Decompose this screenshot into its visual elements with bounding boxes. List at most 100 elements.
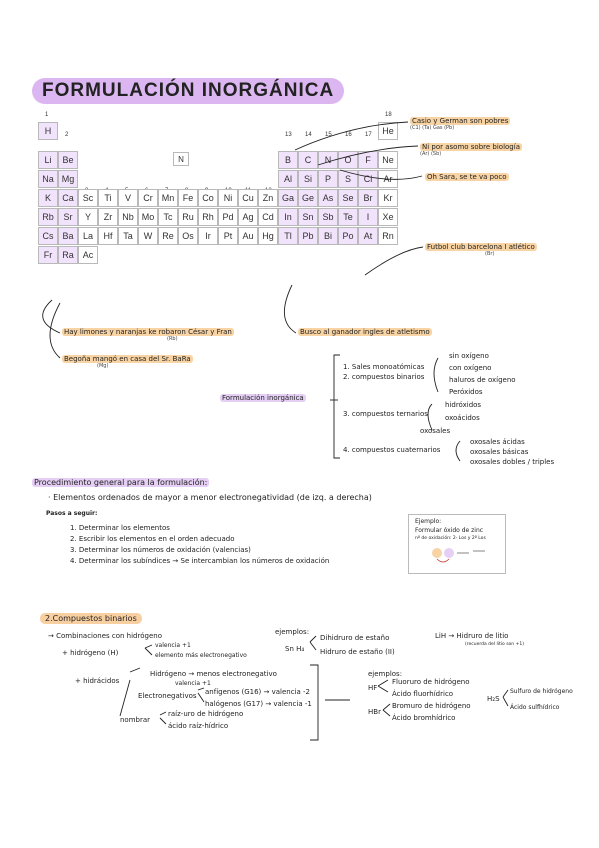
element-cell: W	[138, 227, 158, 245]
arrow-g15	[339, 169, 423, 180]
tree-item-3-child-3: oxosales	[420, 427, 451, 435]
element-cell: Pt	[218, 227, 238, 245]
brace-hbr	[382, 703, 391, 717]
binary-halogenos: halógenos (G17) → valencia -1	[205, 700, 312, 708]
element-cell: Ta	[118, 227, 138, 245]
example-title: Ejemplo:	[415, 518, 442, 525]
mnemonic-g13-sub: (C1) (Ta) Gas (Pb)	[410, 125, 455, 131]
arrow-g1	[42, 299, 61, 334]
tree-brace-2	[433, 357, 439, 393]
element-cell: Sr	[58, 208, 78, 226]
ejemplo-h2s: H₂S	[487, 695, 500, 703]
group-number: 14	[305, 132, 312, 138]
element-cell: Zn	[258, 189, 278, 207]
tree-brace-3	[427, 403, 433, 431]
binary-heading-text: 2.Compuestos binarios	[40, 613, 142, 624]
element-cell: Mo	[138, 208, 158, 226]
tree-item-2-child-3: haluros de oxígeno	[449, 376, 516, 384]
tree-item-3: 3. compuestos ternarios	[343, 410, 428, 418]
element-cell: Fr	[38, 246, 58, 264]
element-cell: Xe	[378, 208, 398, 226]
element-cell: Rb	[38, 208, 58, 226]
mnemonic-g17-sub: (Br)	[485, 251, 495, 257]
lih-sub: (recuerda del litio son +1)	[465, 642, 524, 647]
ejemplo-hf-a: Fluoruro de hidrógeno	[392, 678, 470, 686]
element-cell: Cr	[138, 189, 158, 207]
element-cell: Tc	[158, 208, 178, 226]
element-cell: Y	[78, 208, 98, 226]
binary-electroneg: Electronegativos	[138, 692, 197, 700]
element-cell: Ir	[198, 227, 218, 245]
tree-item-3-child-1: hidróxidos	[445, 401, 482, 409]
tree-item-1: 1. Sales monoatómicas	[343, 363, 425, 371]
tree-item-4-child-3: oxosales dobles / triples	[470, 458, 555, 466]
element-cell: N	[318, 151, 338, 169]
mnemonic-g13b-text: Busco al ganador ingles de atletismo	[298, 328, 432, 336]
element-cell: Al	[278, 170, 298, 188]
element-cell: Cs	[38, 227, 58, 245]
element-cell: Rn	[378, 227, 398, 245]
element-cell: At	[358, 227, 378, 245]
periodic-table: 123456789101112131415161718HHeLiBeBCNOFN…	[38, 112, 398, 312]
tree-item-2-child-1: sin oxígeno	[449, 352, 489, 360]
ejemplo-hf: HF	[368, 684, 378, 692]
element-cell: Pb	[298, 227, 318, 245]
element-cell: Pd	[218, 208, 238, 226]
element-cell: Ga	[278, 189, 298, 207]
element-cell: Sn	[298, 208, 318, 226]
element-cell: Na	[38, 170, 58, 188]
mnemonic-g2: Begoña mangó en casa del Sr. BaRa (Mg)	[62, 355, 193, 369]
arrow-g13	[294, 121, 409, 151]
binary-h-val: valencia +1	[175, 680, 211, 687]
element-cell: Mg	[58, 170, 78, 188]
group-number: 15	[325, 132, 332, 138]
element-cell: Zr	[98, 208, 118, 226]
mnemonic-g14-sub: (Ar) (Sb)	[420, 151, 442, 157]
brace-hidracidos	[119, 667, 141, 717]
ejemplos2-title: ejemplos:	[368, 670, 403, 678]
brace-hf	[377, 679, 389, 693]
tree-item-4-child-1: oxosales ácidas	[470, 438, 525, 446]
procedure-bullet: · Elementos ordenados de mayor a menor e…	[48, 493, 372, 502]
tree-item-2-child-4: Peróxidos	[449, 388, 483, 396]
element-cell: Be	[58, 151, 78, 169]
binary-anfigenos: anfígenos (G16) → valencia -2	[205, 688, 310, 696]
brace-ejemplos1	[309, 635, 317, 651]
element-cell: Br	[358, 189, 378, 207]
element-cell: Kr	[378, 189, 398, 207]
element-cell: Nb	[118, 208, 138, 226]
example-diagram	[432, 548, 485, 563]
group-number: 1	[45, 112, 49, 118]
element-cell: Os	[178, 227, 198, 245]
element-cell: V	[118, 189, 138, 207]
tree-brace-4	[455, 440, 461, 462]
element-cell: K	[38, 189, 58, 207]
tree-brace	[333, 354, 340, 459]
element-cell: Ag	[238, 208, 258, 226]
ejemplo-h2s-a: Sulfuro de hidrógeno	[510, 688, 573, 695]
procedure-steps-title: Pasos a seguir:	[46, 510, 98, 517]
mnemonic-g2-sub: (Mg)	[97, 363, 109, 369]
tree-item-4: 4. compuestos cuaternarios	[343, 446, 441, 454]
element-cell: Ba	[58, 227, 78, 245]
element-cell: P	[318, 170, 338, 188]
tree-item-2-child-2: con oxígeno	[449, 364, 492, 372]
procedure-step-2: 2. Escribir los elementos en el orden ad…	[70, 535, 235, 543]
tree-root: Formulación inorgánica	[220, 394, 306, 402]
group-number: 2	[65, 132, 69, 138]
element-cell: Cd	[258, 208, 278, 226]
ejemplo-hbr-b: Ácido bromhídrico	[392, 714, 456, 722]
mnemonic-g14-text: Ni por asomo sobre biología	[420, 143, 522, 151]
binary-heading: 2.Compuestos binarios	[40, 613, 142, 624]
element-cell: Fe	[178, 189, 198, 207]
page-title: FORMULACIÓN INORGÁNICA	[32, 78, 345, 104]
tree-item-4-child-2: oxosales básicas	[470, 448, 529, 456]
procedure-heading-text: Procedimiento general para la formulació…	[32, 478, 210, 487]
element-cell: Sc	[78, 189, 98, 207]
element-cell: Mn	[158, 189, 178, 207]
element-cell: He	[378, 122, 398, 140]
mnemonic-g2-text: Begoña mangó en casa del Sr. BaRa	[62, 355, 193, 363]
procedure-step-4: 4. Determinar los subíndices → Se interc…	[70, 557, 330, 565]
element-cell: Ra	[58, 246, 78, 264]
